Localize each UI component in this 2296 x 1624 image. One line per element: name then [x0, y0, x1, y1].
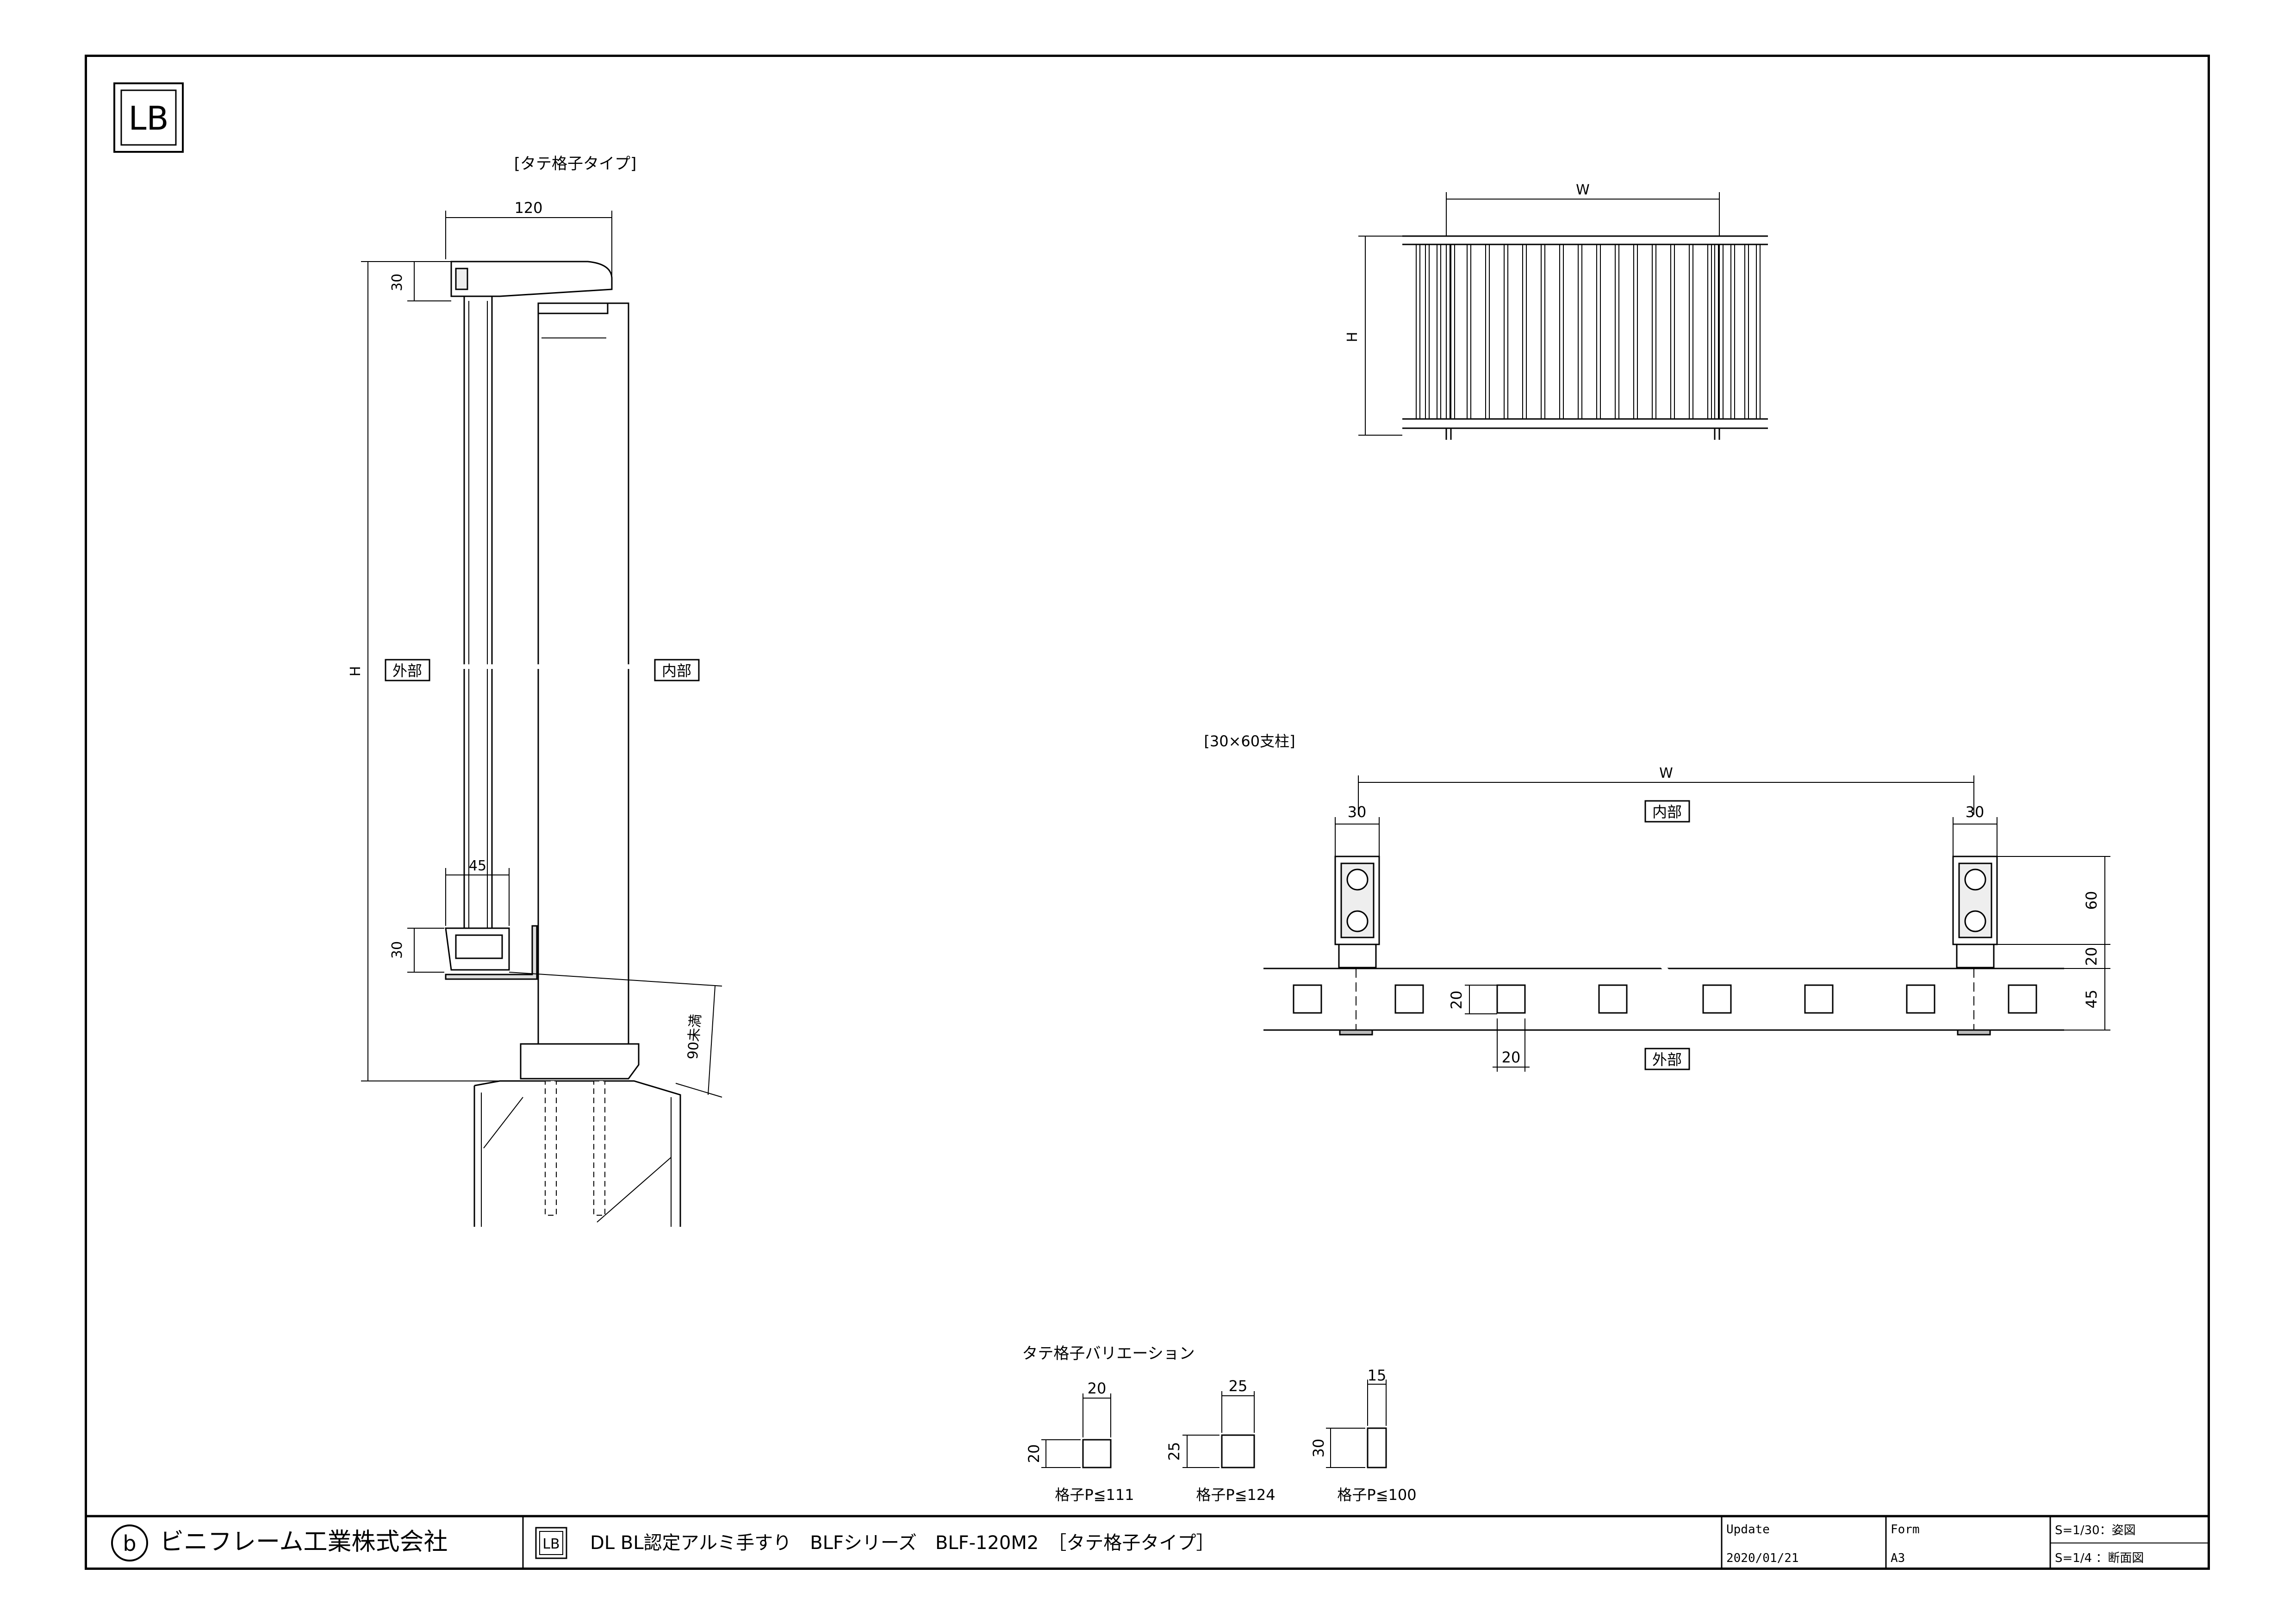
var1-pitch: 格子P≦111	[1055, 1486, 1134, 1504]
lb-small-logo: LB	[535, 1527, 567, 1559]
plan-bar	[1906, 984, 1935, 1014]
drawing-title: DL BL認定アルミ手すり BLFシリーズ BLF-120M2 ［タテ格子タイプ…	[590, 1532, 1214, 1554]
form-value: A3	[1891, 1551, 1905, 1565]
variations-title: タテ格子バリエーション	[1022, 1344, 1195, 1363]
elevation-view: W H	[1344, 182, 1768, 440]
plan-dim-60: 60	[2083, 891, 2100, 910]
scale-1: S=1/30：姿図	[2055, 1524, 2136, 1537]
dim-rail-30: 30	[389, 941, 405, 959]
plan-dim-post-left: 30	[1348, 803, 1367, 821]
update-value: 2020/01/21	[1726, 1551, 1799, 1565]
elev-dim-w: W	[1576, 182, 1590, 198]
elev-dim-h: H	[1344, 332, 1361, 343]
plan-section-view: [30×60支柱] W 30 30	[1204, 732, 2110, 1072]
plan-bar	[1496, 984, 1526, 1014]
variations: タテ格子バリエーション 20 20 格子P≦111 25 25 格子P≦124 …	[1022, 1344, 1416, 1504]
title-block: b ビニフレーム工業株式会社 LB DL BL認定アルミ手すり BLFシリーズ …	[85, 1515, 2210, 1570]
plan-bar	[1598, 984, 1628, 1014]
side-section-view: [タテ格子タイプ] 120 30 H	[348, 155, 722, 1227]
plan-bar	[2008, 984, 2037, 1014]
drawing-frame	[85, 55, 2210, 1570]
var3-h: 30	[1310, 1439, 1327, 1458]
var2-w: 25	[1229, 1377, 1248, 1395]
label-outside-side: 外部	[385, 659, 430, 681]
form-label: Form	[1891, 1523, 1920, 1537]
plan-bar	[1804, 984, 1834, 1014]
svg-text:LB: LB	[542, 1536, 560, 1552]
var1-w: 20	[1088, 1380, 1107, 1397]
label-inside-plan: 内部	[1644, 800, 1690, 823]
plan-bar	[1702, 984, 1732, 1014]
logo-text: LB	[128, 100, 168, 137]
scale-2: S=1/4 ：断面図	[2055, 1551, 2144, 1565]
label-inside-side: 内部	[654, 659, 700, 681]
plan-view-title: [30×60支柱]	[1204, 732, 1295, 750]
label-outside-plan: 外部	[1644, 1048, 1690, 1070]
plan-dim-w: W	[1659, 765, 1673, 781]
plan-dim-bar-w: 20	[1502, 1049, 1521, 1066]
svg-text:b: b	[123, 1531, 136, 1556]
plan-bar	[1394, 984, 1424, 1014]
company-mark-icon: b	[111, 1524, 148, 1562]
plan-dim-bar-h: 20	[1448, 991, 1465, 1010]
dim-gap-90: 90未満	[685, 1013, 704, 1060]
plan-bar	[1293, 984, 1322, 1014]
lb-logo: LB	[113, 82, 184, 153]
var2-pitch: 格子P≦124	[1196, 1486, 1275, 1504]
update-label: Update	[1726, 1523, 1770, 1537]
plan-dim-20: 20	[2083, 947, 2100, 966]
svg-text:外部: 外部	[1652, 1051, 1682, 1068]
svg-text:外部: 外部	[392, 662, 422, 680]
var1-h: 20	[1025, 1444, 1043, 1463]
company-name: ビニフレーム工業株式会社	[160, 1528, 448, 1556]
side-view-title: [タテ格子タイプ]	[514, 155, 637, 173]
dim-top-120: 120	[514, 199, 542, 217]
var3-w: 15	[1368, 1367, 1387, 1384]
var2-h: 25	[1165, 1442, 1183, 1461]
dim-height-h: H	[348, 666, 364, 677]
var3-pitch: 格子P≦100	[1337, 1486, 1416, 1504]
plan-dim-45: 45	[2083, 990, 2100, 1009]
svg-text:内部: 内部	[1652, 803, 1682, 821]
dim-bottom-45: 45	[469, 858, 486, 874]
svg-text:内部: 内部	[662, 662, 691, 680]
plan-dim-post-right: 30	[1966, 803, 1985, 821]
dim-cap-30: 30	[389, 274, 405, 291]
